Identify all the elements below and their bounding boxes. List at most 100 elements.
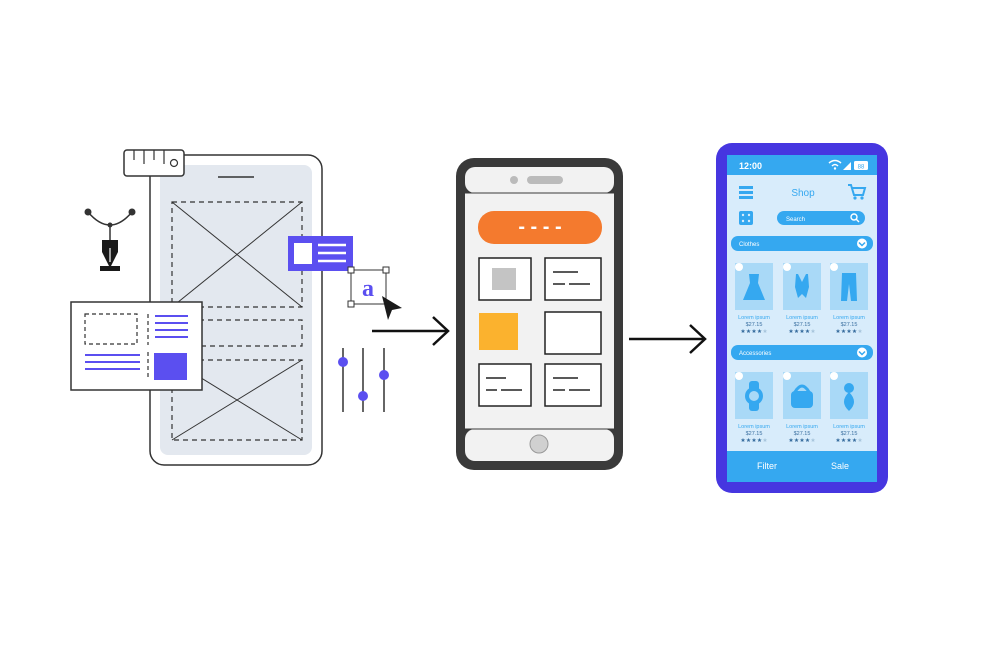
pendant-icon	[844, 383, 854, 411]
section-header-clothes[interactable]	[731, 236, 873, 251]
text-box-icon	[288, 236, 353, 271]
pen-tool-icon	[84, 208, 136, 271]
wireframe-content-card	[70, 301, 203, 391]
star-icon	[757, 438, 762, 442]
star-icon	[835, 329, 841, 333]
star-icon	[799, 438, 805, 442]
cart-icon[interactable]	[848, 184, 867, 200]
product-price: $27.15	[794, 431, 811, 437]
star-icon	[757, 329, 762, 333]
star-icon	[751, 438, 757, 442]
product-card[interactable]: Lorem ipsum$27.15	[783, 372, 821, 442]
star-icon	[810, 438, 816, 442]
final-app-phone: 12:00 88 Shop Search	[716, 143, 888, 493]
favorite-icon[interactable]	[735, 263, 743, 271]
sale-button[interactable]: Sale	[831, 461, 849, 471]
filter-button[interactable]: Filter	[757, 461, 777, 471]
product-price: $27.15	[746, 322, 763, 328]
product-price: $27.15	[794, 322, 811, 328]
product-card[interactable]: Lorem ipsum$27.15	[830, 372, 868, 442]
star-icon	[794, 329, 799, 333]
product-name: Lorem ipsum	[833, 424, 865, 430]
section-title: Accessories	[739, 351, 771, 357]
product-card[interactable]: Lorem ipsum$27.15	[735, 263, 773, 333]
section-header-accessories[interactable]	[731, 345, 873, 360]
section-title: Clothes	[739, 242, 759, 248]
battery-icon: 88	[854, 161, 868, 171]
product-price: $27.15	[841, 431, 858, 437]
mockup-card	[544, 257, 602, 301]
product-name: Lorem ipsum	[833, 315, 865, 321]
rating-stars	[788, 438, 816, 442]
cursor-icon	[382, 296, 402, 320]
product-name: Lorem ipsum	[738, 315, 770, 321]
letter-a-text: a	[362, 276, 374, 302]
star-icon	[857, 438, 863, 442]
product-name: Lorem ipsum	[786, 424, 818, 430]
favorite-icon[interactable]	[783, 372, 791, 380]
app-footer	[727, 451, 877, 482]
star-icon	[746, 329, 751, 333]
chevron-down-icon[interactable]	[857, 238, 867, 249]
star-icon	[788, 329, 794, 333]
product-price: $27.15	[746, 431, 763, 437]
home-button	[529, 434, 549, 454]
search-icon[interactable]	[850, 213, 860, 223]
app-status-bar	[727, 155, 877, 175]
hamburger-menu-icon[interactable]	[739, 186, 753, 199]
product-card[interactable]: Lorem ipsum$27.15	[830, 263, 868, 333]
trousers-icon	[841, 273, 857, 301]
star-icon	[846, 329, 852, 333]
ruler-icon	[123, 149, 185, 177]
signal-icon	[843, 162, 851, 170]
star-icon	[746, 438, 751, 442]
wifi-icon	[828, 159, 842, 170]
product-card[interactable]: Lorem ipsum$27.15	[735, 372, 773, 442]
chevron-down-icon[interactable]	[857, 347, 867, 358]
handbag-icon	[791, 384, 813, 408]
rating-stars	[788, 329, 816, 333]
star-icon	[740, 438, 746, 442]
grid-view-icon[interactable]	[739, 211, 753, 225]
rating-stars	[740, 329, 768, 333]
sliders-icon	[338, 348, 389, 412]
star-icon	[751, 329, 757, 333]
arrow-right-icon	[629, 324, 707, 354]
speaker-grille	[527, 176, 563, 184]
mockup-image-block	[479, 313, 518, 350]
mockup-header-button	[478, 211, 602, 244]
star-icon	[762, 329, 768, 333]
favorite-icon[interactable]	[783, 263, 791, 271]
mockup-card	[544, 363, 602, 407]
mockup-card	[544, 311, 602, 355]
star-icon	[852, 329, 857, 333]
letter-selection-box: a	[347, 266, 390, 308]
product-name: Lorem ipsum	[738, 424, 770, 430]
search-input[interactable]	[777, 211, 865, 225]
rating-stars	[835, 438, 863, 442]
star-icon	[805, 329, 810, 333]
star-icon	[799, 329, 805, 333]
star-icon	[835, 438, 841, 442]
star-icon	[762, 438, 768, 442]
product-card[interactable]: Lorem ipsum$27.15	[783, 263, 821, 333]
swimsuit-icon	[795, 274, 809, 298]
app-screen	[727, 155, 877, 482]
star-icon	[740, 329, 746, 333]
favorite-icon[interactable]	[830, 263, 838, 271]
arrow-right-icon	[372, 316, 450, 346]
star-icon	[841, 329, 846, 333]
favorite-icon[interactable]	[735, 372, 743, 380]
app-title: Shop	[791, 188, 815, 199]
battery-level: 88	[858, 165, 865, 171]
mockup-header-text: - - - -	[518, 216, 561, 238]
mockup-stage: - - - -	[456, 158, 623, 470]
star-icon	[846, 438, 852, 442]
star-icon	[788, 438, 794, 442]
star-icon	[857, 329, 863, 333]
product-price: $27.15	[841, 322, 858, 328]
mockup-card	[478, 257, 532, 301]
product-name: Lorem ipsum	[786, 315, 818, 321]
favorite-icon[interactable]	[830, 372, 838, 380]
